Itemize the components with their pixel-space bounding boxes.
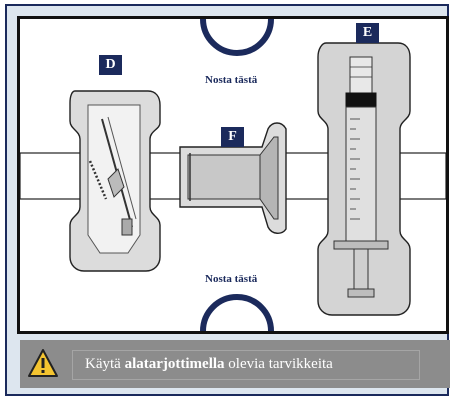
instruction-panel: D E F Nosta tästä Nosta tästä Käytä alat… <box>5 4 450 396</box>
warning-message-box: Käytä alatarjottimella olevia tarvikkeit… <box>72 350 420 380</box>
pull-here-top[interactable]: Nosta tästä <box>205 74 258 86</box>
syringe-blister[interactable] <box>317 42 411 316</box>
label-e: E <box>356 23 379 43</box>
lower-tray: D E F Nosta tästä Nosta tästä <box>17 16 449 334</box>
needle-blister[interactable] <box>69 90 161 272</box>
top-pull-notch[interactable] <box>200 19 274 56</box>
tray-illustration <box>20 19 446 331</box>
bottom-pull-notch[interactable] <box>200 294 274 331</box>
label-d: D <box>99 55 122 75</box>
label-f: F <box>221 127 244 147</box>
warning-banner: Käytä alatarjottimella olevia tarvikkeit… <box>20 340 450 388</box>
warning-message: Käytä alatarjottimella olevia tarvikkeit… <box>85 356 333 373</box>
warning-text-after: olevia tarvikkeita <box>228 356 333 372</box>
adapter-blister[interactable] <box>179 122 287 234</box>
pull-here-bottom[interactable]: Nosta tästä <box>205 273 258 285</box>
warning-text-bold: alatarjottimella <box>124 356 225 372</box>
warning-triangle-icon <box>28 349 58 377</box>
warning-text-before: Käytä <box>85 356 121 372</box>
